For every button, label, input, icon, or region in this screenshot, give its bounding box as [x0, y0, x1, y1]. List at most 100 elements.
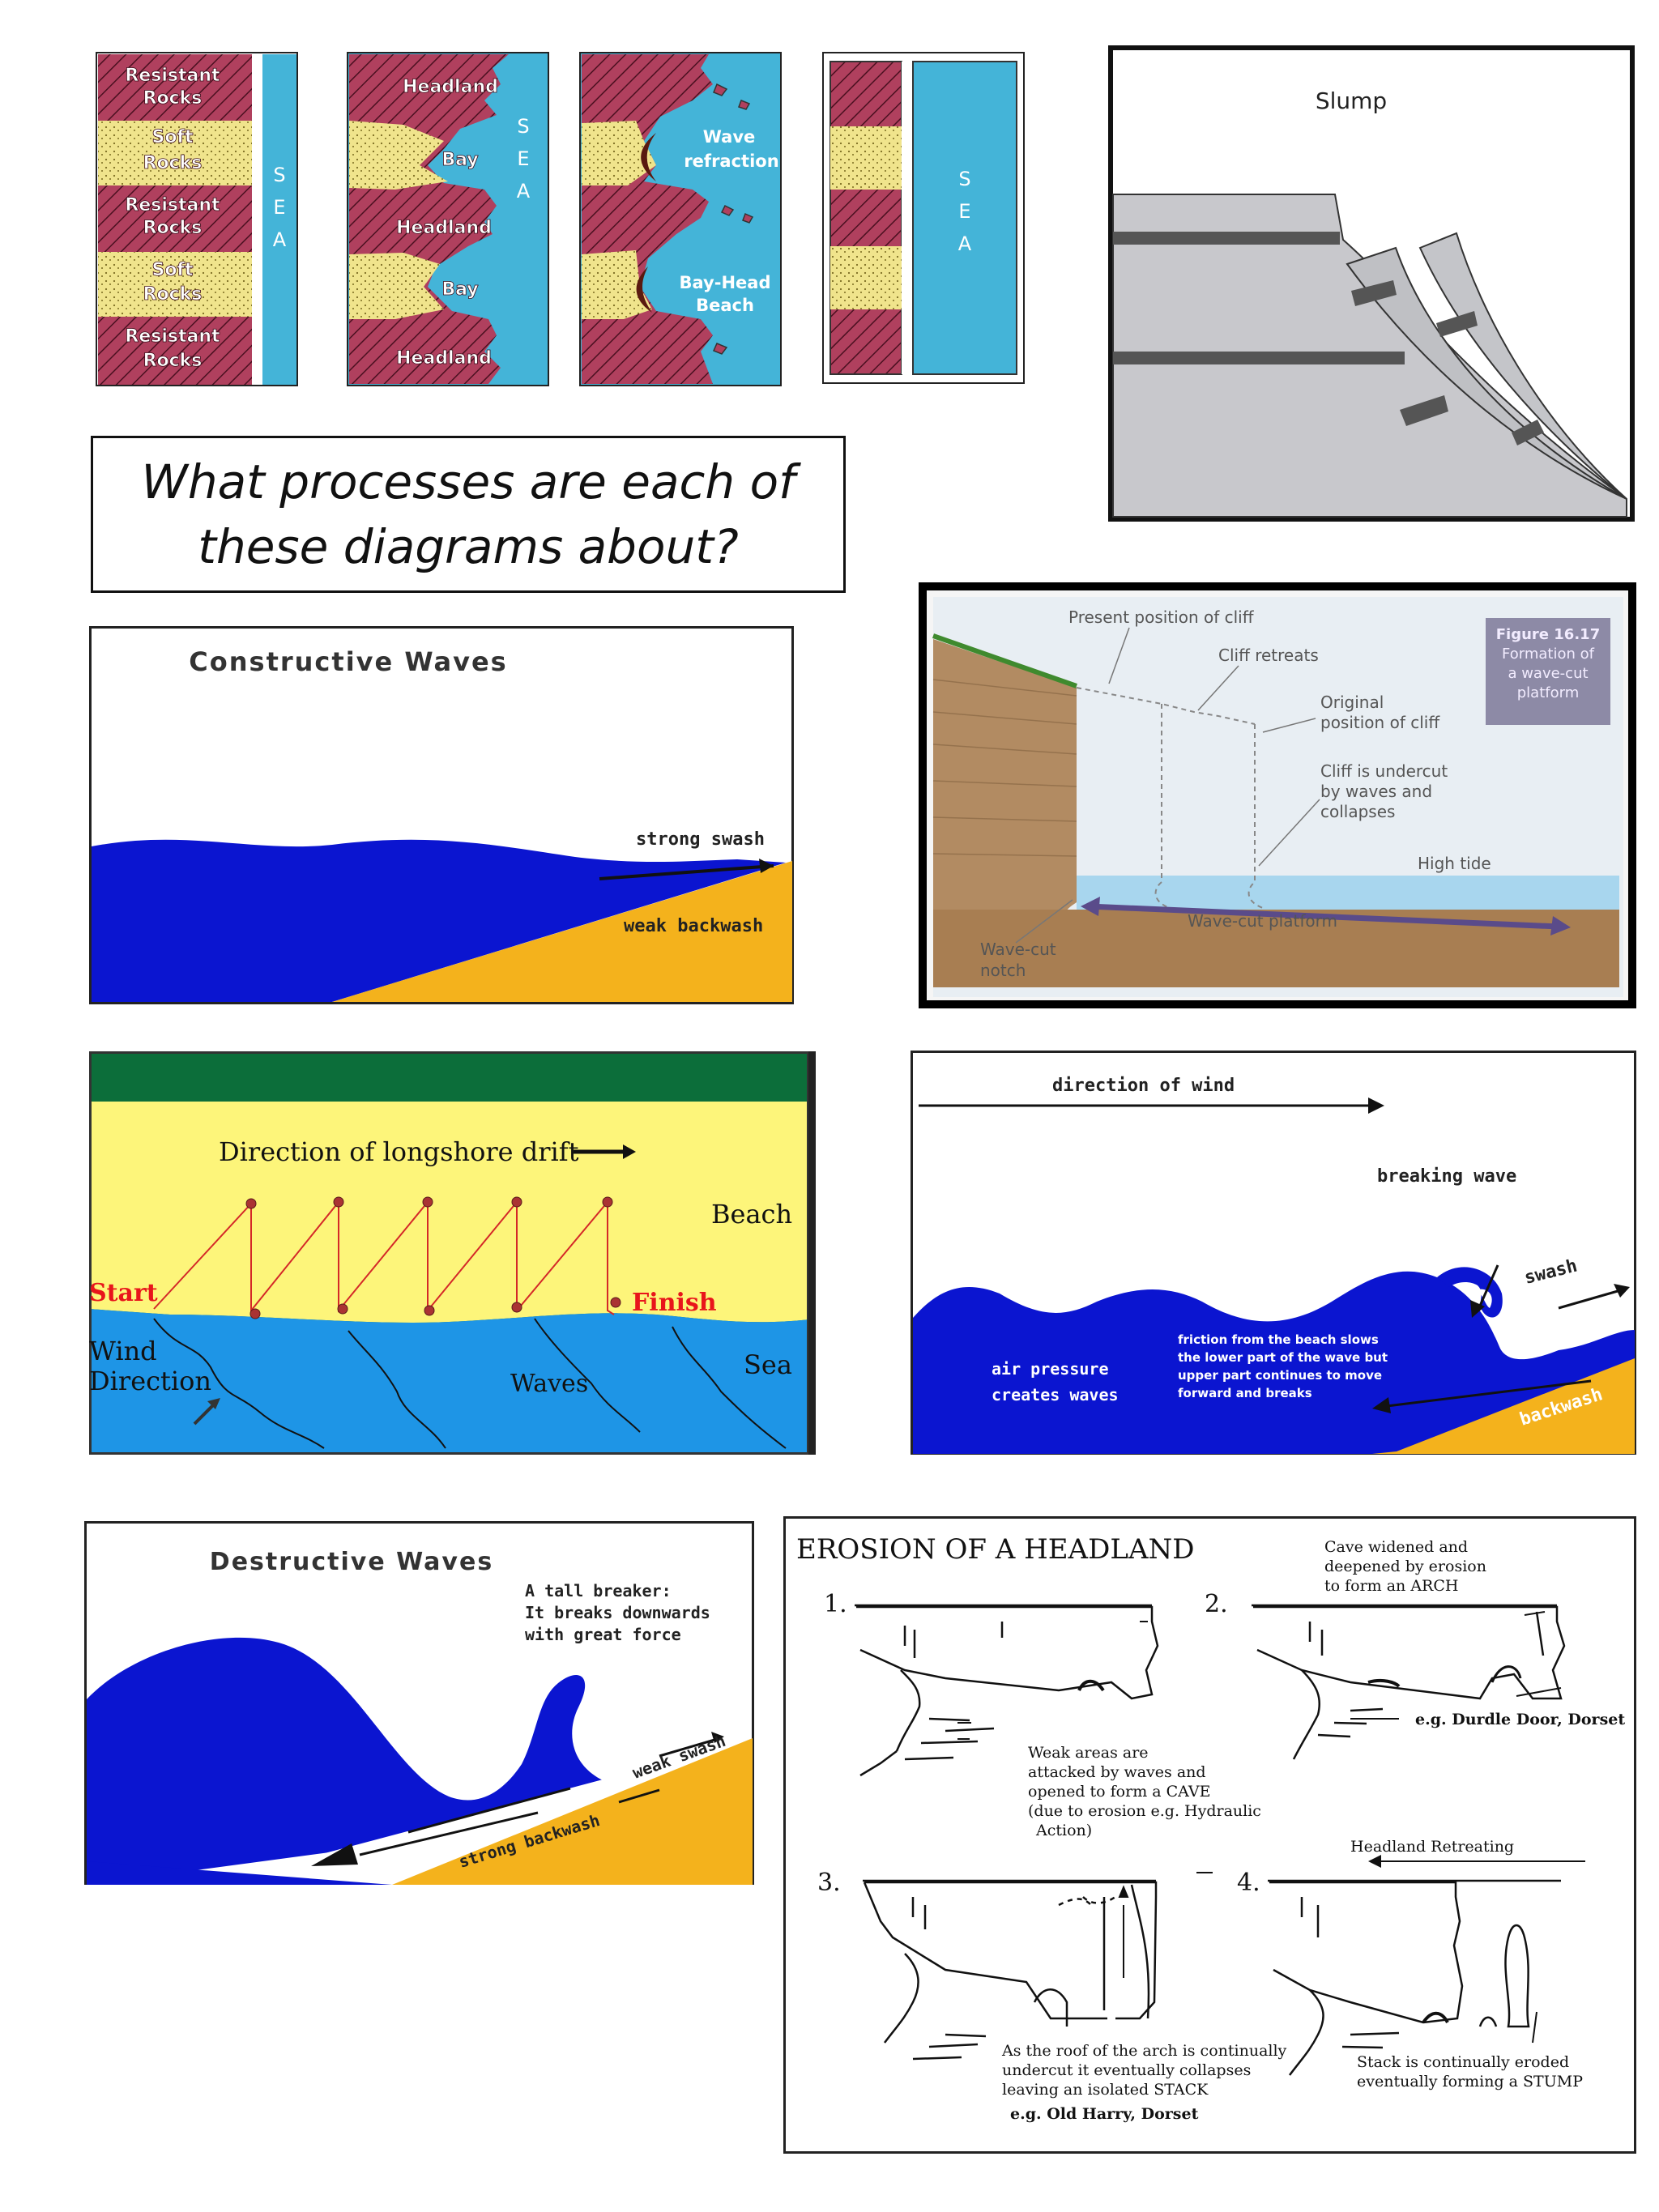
label-breaker-2: It breaks downwards [525, 1603, 710, 1622]
stage-3-number: 3. [817, 1869, 841, 1897]
label-undercut-2: by waves and [1320, 782, 1432, 801]
sea-letter-e-2: E [517, 147, 529, 170]
stage-1-number: 1. [824, 1590, 847, 1618]
label-notch-1: Wave-cut [980, 940, 1056, 959]
constructive-swash: strong swash [636, 829, 765, 850]
question-line-1: What processes are each of [141, 454, 795, 509]
sea-letter-a-4: A [958, 232, 972, 255]
label-breaker-3: with great force [525, 1625, 681, 1644]
rock-strip-4: S E A [822, 52, 1025, 384]
stack-text-2: undercut it eventually collapses [1002, 2061, 1251, 2079]
sea-letter-s: S [273, 164, 285, 186]
stack-text-1: As the roof of the arch is continually [1001, 2042, 1287, 2060]
headland-title: EROSION OF A HEADLAND [796, 1533, 1195, 1566]
stage-4-number: 4. [1237, 1869, 1260, 1897]
label-present-cliff: Present position of cliff [1068, 607, 1255, 627]
label-original-1: Original [1320, 693, 1384, 712]
label-rocks-4: Rocks [143, 284, 203, 305]
headland-erosion-diagram: EROSION OF A HEADLAND 1. 2. 3. 4. Weak a… [783, 1516, 1636, 2154]
label-friction-3: upper part continues to move [1178, 1368, 1382, 1383]
label-friction-1: friction from the beach slows [1178, 1332, 1379, 1347]
rock-strip-2: Headland Bay Headland Bay Headland S E A [347, 52, 549, 386]
label-rocks-5: Rocks [143, 351, 203, 371]
stage-2-number: 2. [1205, 1590, 1228, 1618]
label-breaking-wave: breaking wave [1377, 1166, 1516, 1187]
label-friction-2: the lower part of the wave but [1178, 1350, 1388, 1365]
label-start: Start [89, 1279, 158, 1307]
rock-strip-3: Wave refraction Bay-Head Beach [579, 52, 782, 386]
label-rocks-2: Rocks [143, 153, 203, 173]
cave-text-2: attacked by waves and [1028, 1763, 1206, 1781]
sea-letter-a: A [273, 228, 287, 251]
label-original-2: position of cliff [1320, 713, 1440, 732]
longshore-drift-diagram: Direction of longshore drift Beach Wind … [89, 1051, 816, 1455]
label-headland-1: Headland [403, 77, 498, 97]
label-air-pressure-1: air pressure [992, 1359, 1109, 1379]
sea-letter-e: E [273, 196, 285, 219]
stump-text-2: eventually forming a STUMP [1357, 2073, 1583, 2091]
durdle-door-text: e.g. Durdle Door, Dorset [1415, 1711, 1625, 1728]
label-high-tide: High tide [1418, 854, 1491, 873]
label-bay-2: Bay [441, 279, 478, 300]
rock-strip-1: Resistant Rocks Soft Rocks Resistant Roc… [96, 52, 298, 386]
label-notch-2: notch [980, 961, 1026, 980]
label-refraction: refraction [684, 151, 778, 171]
stump-text-1: Stack is continually eroded [1357, 2053, 1569, 2071]
sea-letter-s-2: S [517, 115, 529, 138]
destructive-title: Destructive Waves [210, 1548, 493, 1576]
label-rocks-3: Rocks [143, 218, 203, 238]
arch-text-1: Cave widened and [1324, 1538, 1468, 1556]
label-soft-1: Soft [151, 127, 194, 147]
label-wind-1: Wind [89, 1336, 157, 1366]
label-resistant-2: Resistant [125, 195, 220, 215]
label-direction-of-wind: direction of wind [1052, 1076, 1235, 1096]
fig-caption-1: Figure 16.17 [1496, 626, 1600, 643]
label-headland-2: Headland [396, 218, 492, 238]
slump-diagram: Slump [1108, 45, 1635, 522]
retreat-text: Headland Retreating [1350, 1838, 1514, 1856]
sea-letter-s-4: S [958, 168, 970, 190]
arch-text-2: deepened by erosion [1324, 1558, 1486, 1575]
question-line-2: these diagrams about? [198, 519, 739, 574]
fig-caption-4: platform [1517, 684, 1579, 701]
label-breaker-1: A tall breaker: [525, 1581, 672, 1600]
constructive-waves-diagram: Constructive Waves strong swash weak bac… [89, 626, 794, 1004]
label-sea: Sea [744, 1349, 792, 1380]
label-rocks-1: Rocks [143, 88, 203, 109]
label-waves: Waves [510, 1370, 588, 1398]
label-bay-1: Bay [441, 150, 478, 170]
question-box: What processes are each of these diagram… [91, 436, 846, 593]
label-beach: Beach [711, 1199, 792, 1230]
label-undercut-3: collapses [1320, 802, 1395, 821]
label-friction-4: forward and breaks [1178, 1386, 1312, 1400]
wave-cut-platform-diagram: Present position of cliff Cliff retreats… [919, 582, 1636, 1008]
sea-letter-e-4: E [958, 200, 970, 223]
label-beach: Beach [696, 296, 754, 315]
label-undercut-1: Cliff is undercut [1320, 761, 1448, 781]
constructive-backwash: weak backwash [624, 916, 763, 936]
breaking-wave-diagram: direction of wind breaking wave swash ba… [911, 1051, 1636, 1455]
cave-text-3: opened to form a CAVE [1028, 1783, 1211, 1801]
label-air-pressure-2: creates waves [992, 1385, 1119, 1404]
label-wave: Wave [703, 127, 756, 147]
label-bay-head: Bay-Head [680, 273, 771, 292]
constructive-title: Constructive Waves [189, 646, 507, 677]
fig-caption-2: Formation of [1502, 646, 1595, 663]
destructive-waves-diagram: Destructive Waves A tall breaker: It bre… [84, 1521, 754, 1885]
label-finish: Finish [632, 1289, 717, 1317]
label-wave-cut-platform: Wave-cut platform [1188, 911, 1337, 931]
label-soft-2: Soft [151, 260, 194, 280]
cave-text-4: (due to erosion e.g. Hydraulic [1028, 1802, 1261, 1820]
arch-text-3: to form an ARCH [1324, 1577, 1458, 1595]
old-harry-text: e.g. Old Harry, Dorset [1010, 2105, 1199, 2123]
label-resistant-1: Resistant [125, 66, 220, 86]
label-wind-2: Direction [89, 1366, 211, 1396]
label-headland-3: Headland [396, 348, 492, 369]
longshore-title: Direction of longshore drift [219, 1136, 579, 1167]
cave-text-5: Action) [1035, 1822, 1092, 1839]
sea-letter-a-2: A [517, 180, 531, 202]
slump-title: Slump [1316, 87, 1387, 114]
fig-caption-3: a wave-cut [1508, 665, 1588, 682]
label-resistant-3: Resistant [125, 326, 220, 347]
cave-text-1: Weak areas are [1028, 1744, 1149, 1762]
